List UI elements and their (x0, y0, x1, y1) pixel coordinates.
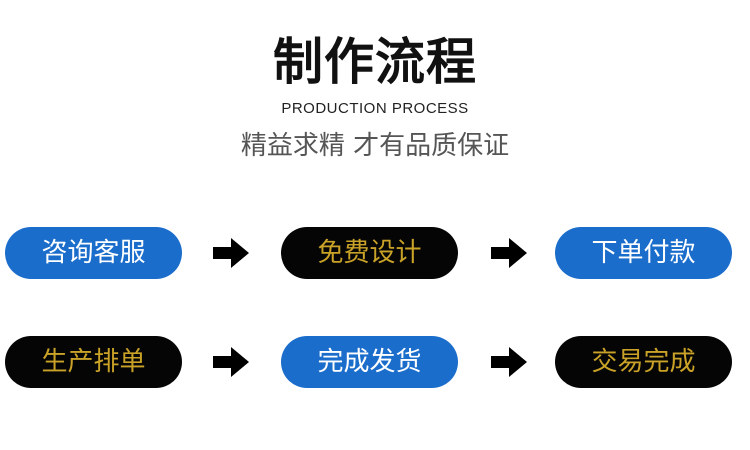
step-production-scheduling: 生产排单 (5, 336, 182, 388)
step-label: 完成发货 (317, 347, 422, 377)
page-title: 制作流程 (273, 33, 477, 91)
step-label: 下单付款 (591, 238, 696, 268)
step-label: 生产排单 (41, 347, 146, 377)
step-complete-shipping: 完成发货 (281, 336, 458, 388)
page-subtitle: PRODUCTION PROCESS (281, 100, 469, 117)
step-label: 咨询客服 (41, 238, 146, 268)
arrow-right-icon (213, 238, 249, 268)
step-order-payment: 下单付款 (555, 227, 732, 279)
step-consult-service: 咨询客服 (5, 227, 182, 279)
arrow-right-icon (213, 347, 249, 377)
slogan: 精益求精 才有品质保证 (240, 131, 510, 161)
step-free-design: 免费设计 (281, 227, 458, 279)
step-label: 免费设计 (317, 238, 422, 268)
arrow-right-icon (491, 238, 527, 268)
step-transaction-complete: 交易完成 (555, 336, 732, 388)
arrow-right-icon (491, 347, 527, 377)
step-label: 交易完成 (591, 347, 696, 377)
